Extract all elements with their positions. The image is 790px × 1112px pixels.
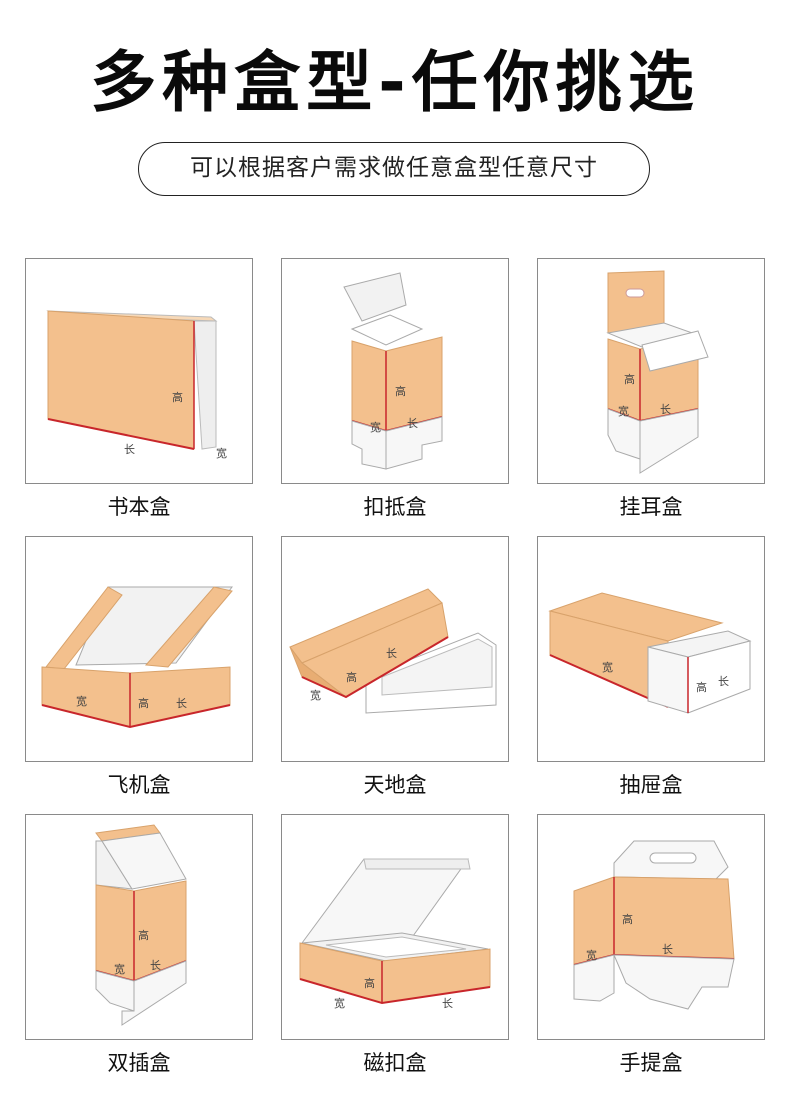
page-title: 多种盒型-任你挑选 [90,44,700,121]
box-label-book: 书本盒 [107,495,171,519]
magnetic-box-illustration: 高 长 宽 [299,858,491,1010]
dim-label-l: 长 [662,943,673,956]
dim-label-w: 宽 [310,688,321,702]
dim-label-h: 高 [138,696,149,710]
box-label-handle: 手提盒 [619,1051,683,1075]
dim-label-h: 高 [138,928,149,942]
dim-label-w: 宽 [618,404,629,418]
dim-label-l: 长 [660,403,671,416]
dim-label-w: 宽 [76,694,87,708]
dim-label-l: 长 [442,997,453,1010]
dim-label-w: 宽 [370,420,381,434]
book-box-illustration: 高 长 宽 [46,310,227,460]
box-label-drawer: 抽屉盒 [619,773,683,797]
dim-label-h: 高 [364,976,375,990]
dim-label-w: 宽 [602,660,613,674]
dim-label-w: 宽 [586,948,597,962]
dim-label-h: 高 [622,912,633,926]
drawer-box-illustration: 高 长 宽 [548,592,752,714]
box-label-airplane: 飞机盒 [107,773,171,797]
dim-label-l: 长 [150,959,161,972]
hanging-box-illustration: 高 长 宽 [606,270,709,474]
dim-label-l: 长 [718,675,729,688]
box-card-buckle[interactable]: 高 长 宽 [281,258,509,484]
dim-label-w: 宽 [216,446,227,460]
box-label-magnetic: 磁扣盒 [363,1051,427,1075]
handle-box-illustration: 高 长 宽 [573,840,735,1010]
box-label-lid: 天地盒 [363,773,427,797]
box-card-handle[interactable]: 高 长 宽 [537,814,765,1040]
box-label-double-tuck: 双插盒 [107,1051,171,1075]
lid-box-illustration: 高 长 宽 [289,588,497,714]
airplane-box-illustration: 高 长 宽 [41,586,233,729]
subtitle-pill: 可以根据客户需求做任意盒型任意尺寸 [138,142,650,196]
box-card-double-tuck[interactable]: 高 长 宽 [25,814,253,1040]
box-card-drawer[interactable]: 高 长 宽 [537,536,765,762]
buckle-box-illustration: 高 长 宽 [343,272,443,470]
box-label-buckle: 扣抵盒 [363,495,427,519]
box-card-lid[interactable]: 高 长 宽 [281,536,509,762]
dim-label-h: 高 [395,384,406,398]
dim-label-l: 长 [176,697,187,710]
dim-label-w: 宽 [334,996,345,1010]
box-card-hanging[interactable]: 高 长 宽 [537,258,765,484]
dim-label-l: 长 [386,647,397,660]
dim-label-l: 长 [124,443,135,456]
double-tuck-box-illustration: 高 长 宽 [95,824,187,1026]
dim-label-h: 高 [346,670,357,684]
box-card-airplane[interactable]: 高 长 宽 [25,536,253,762]
box-card-magnetic[interactable]: 高 长 宽 [281,814,509,1040]
box-label-hanging: 挂耳盒 [619,495,683,519]
dim-label-h: 高 [696,680,707,694]
dim-label-h: 高 [172,390,183,404]
dim-label-w: 宽 [114,962,125,976]
box-card-book[interactable]: 高 长 宽 [25,258,253,484]
dim-label-l: 长 [407,417,418,430]
dim-label-h: 高 [624,372,635,386]
